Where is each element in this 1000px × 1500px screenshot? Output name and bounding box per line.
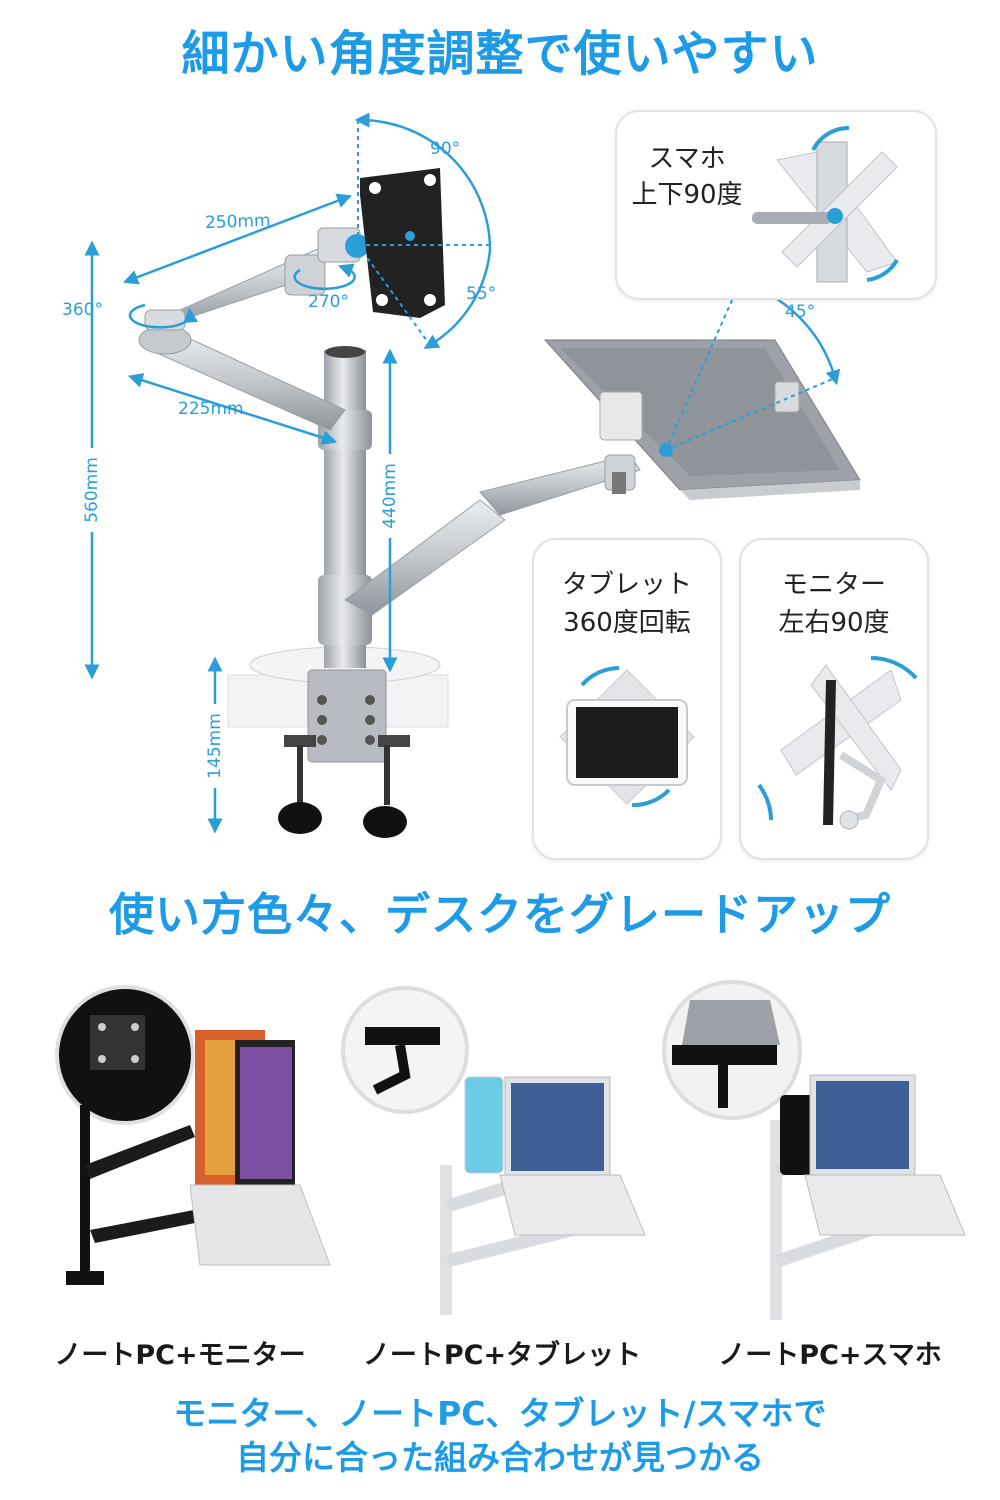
headline-top: 細かい角度調整で使いやすい	[181, 26, 819, 82]
card-tablet: タブレット 360度回転	[532, 538, 722, 860]
dim-360deg: 360°	[62, 300, 103, 320]
card-smartphone-line1: スマホ	[648, 144, 726, 174]
tablet-rotation-illustration	[559, 666, 695, 808]
dim-90deg: 90°	[430, 139, 461, 159]
card-smartphone-line2: 上下90度	[631, 180, 743, 210]
card-tablet-line2: 360度回転	[563, 608, 691, 638]
dim-250mm: 250mm	[204, 210, 271, 234]
monitor-swivel-illustration	[757, 655, 918, 830]
usage-label-smartphone: ノートPC+スマホ	[718, 1340, 942, 1371]
dim-225mm: 225mm	[178, 399, 244, 419]
usage-label-monitor: ノートPC+モニター	[54, 1340, 306, 1371]
card-monitor-line1: モニター	[781, 570, 886, 600]
product-diagram	[84, 112, 861, 838]
usage-label-tablet: ノートPC+タブレット	[362, 1340, 642, 1371]
dim-440mm: 440mm	[380, 454, 400, 538]
usage-scene-tablet	[341, 986, 646, 1315]
dim-145mm: 145mm	[205, 704, 225, 788]
closing-line1: モニター、ノートPC、タブレット/スマホで	[173, 1394, 827, 1433]
card-smartphone: スマホ 上下90度	[615, 110, 937, 300]
card-tablet-line1: タブレット	[561, 570, 692, 600]
usage-scene-monitor	[55, 985, 331, 1285]
dim-560mm: 560mm	[82, 448, 102, 532]
dim-270deg: 270°	[308, 292, 349, 312]
card-monitor: モニター 左右90度	[739, 538, 929, 860]
vesa-plate	[360, 168, 445, 318]
closing-line2: 自分に合った組み合わせが見つかる	[236, 1438, 764, 1477]
dim-45deg: 45°	[785, 302, 816, 322]
card-monitor-line2: 左右90度	[778, 608, 890, 638]
usage-scene-smartphone	[662, 980, 966, 1320]
headline-usage: 使い方色々、デスクをグレードアップ	[108, 888, 891, 941]
smartphone-holder-illustration	[752, 125, 899, 283]
desk-clamp	[227, 646, 449, 838]
dim-55deg: 55°	[466, 284, 497, 304]
